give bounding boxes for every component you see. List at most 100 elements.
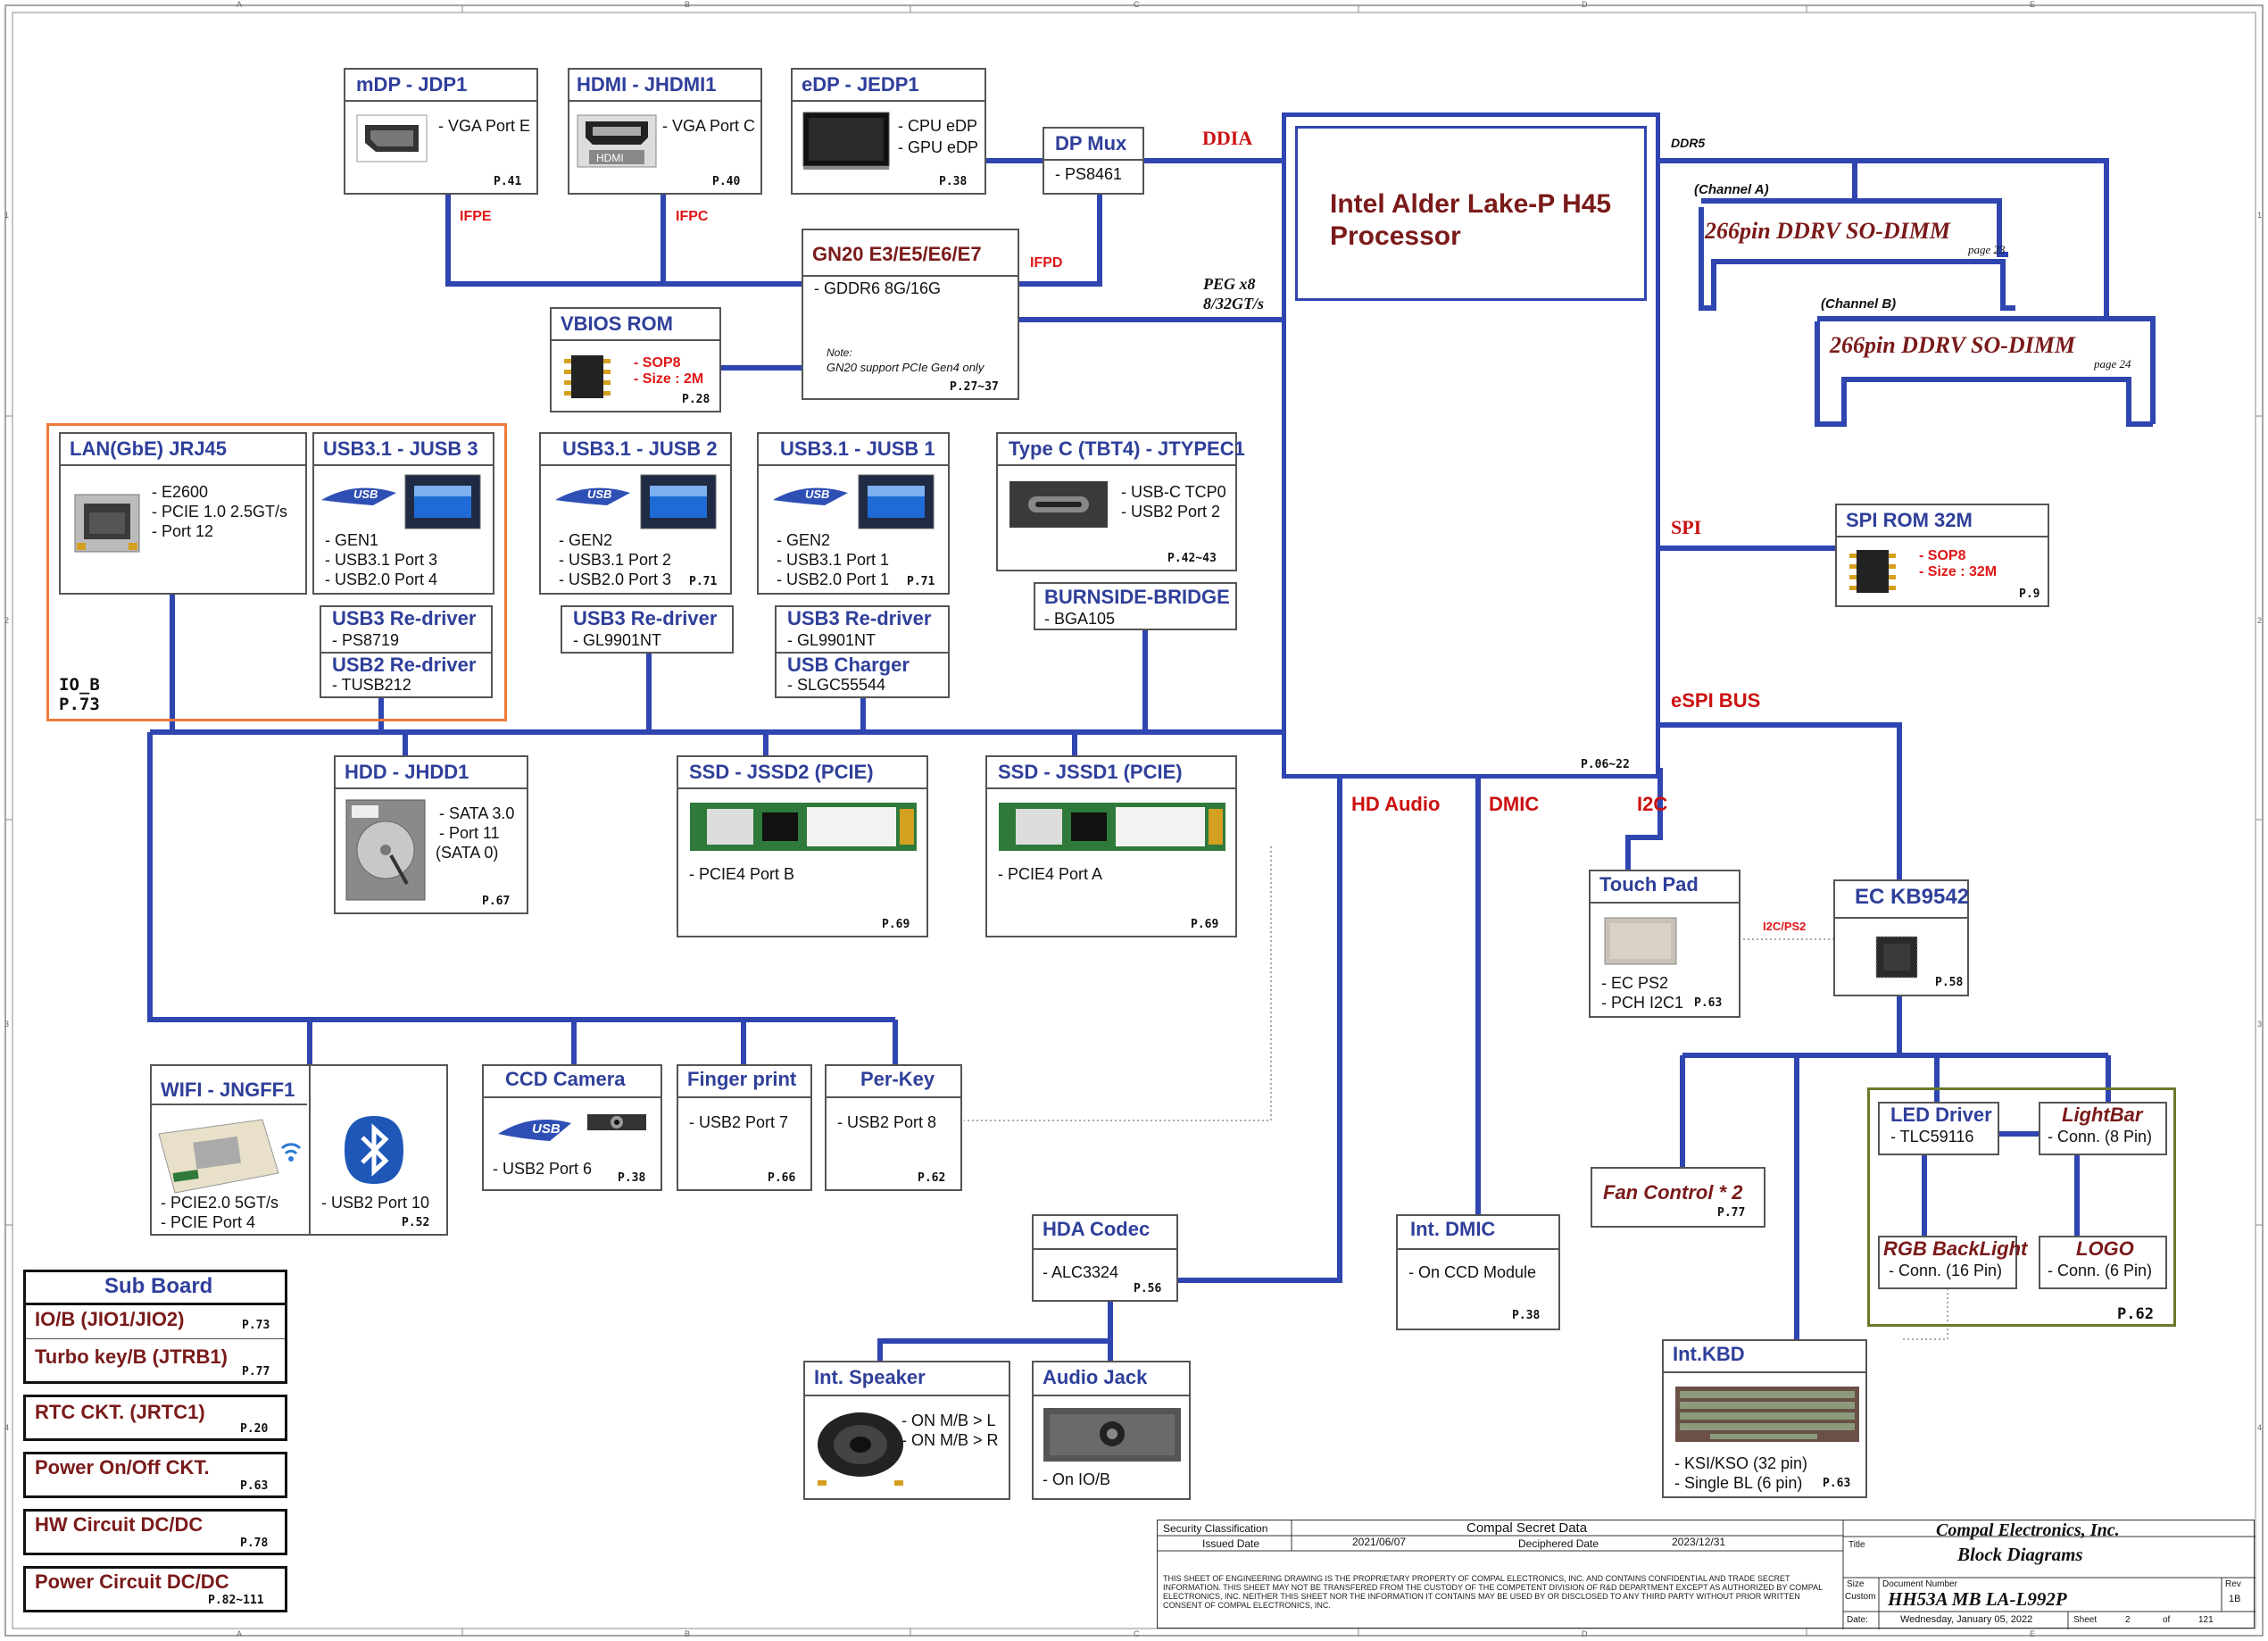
border-letter-b-bottom: B — [685, 1629, 691, 1638]
perkey-title: Per-Key — [860, 1068, 935, 1090]
usb1-line-1: - GEN2 — [777, 531, 831, 549]
speaker-line-2: - ON M/B > R — [901, 1431, 999, 1449]
lan-title: LAN(GbE) JRJ45 — [70, 437, 228, 460]
bluetooth-icon — [345, 1116, 403, 1184]
vbios-page: P.28 — [682, 393, 710, 406]
rev-label: Rev — [2225, 1579, 2241, 1589]
usb-logo-icon — [498, 1120, 571, 1141]
mdp-connector-box: mDP - JDP1 - VGA Port E P.41 — [344, 68, 538, 195]
edp-connector-box: eDP - JEDP1 - CPU eDP - GPU eDP P.38 — [791, 68, 986, 195]
m2-ssd-icon — [999, 803, 1225, 851]
burnside-line: - BGA105 — [1044, 610, 1116, 628]
hdd-line-1: - SATA 3.0 — [439, 804, 515, 822]
spi-label: SPI — [1671, 516, 1702, 538]
border-letter-e-bottom: E — [2030, 1629, 2036, 1638]
power-onoff-box: Power On/Off CKT. P.63 — [23, 1452, 287, 1498]
power-dcdc-label: Power Circuit DC/DC — [35, 1570, 229, 1593]
deciphered-label: Deciphered Date — [1518, 1537, 1599, 1550]
border-letter-d: D — [1582, 0, 1588, 9]
ssd1-title: SSD - JSSD1 (PCIE) — [998, 761, 1183, 783]
audio-jack-box: Audio Jack - On IO/B — [1032, 1361, 1191, 1500]
hw-dcdc-box: HW Circuit DC/DC P.78 — [23, 1509, 287, 1555]
issued-label: Issued Date — [1202, 1537, 1260, 1550]
ssd2-title: SSD - JSSD2 (PCIE) — [689, 761, 874, 783]
border-number-4: 4 — [4, 1423, 10, 1432]
usb-a-port-icon — [640, 474, 717, 529]
mini-displayport-icon — [356, 114, 428, 162]
docnum-value: HH53A MB LA-L992P — [1888, 1588, 2067, 1610]
size-label: Size — [1847, 1579, 1865, 1589]
ccd-line: - USB2 Port 6 — [493, 1160, 593, 1178]
power-onoff-page: P.63 — [240, 1479, 269, 1493]
power-dcdc-box: Power Circuit DC/DC P.82~111 — [23, 1566, 287, 1612]
bluetooth-line: - USB2 Port 10 — [321, 1194, 430, 1212]
fingerprint-box: Finger print - USB2 Port 7 P.66 — [677, 1064, 812, 1191]
io-board-group — [46, 423, 507, 721]
espi-label: eSPI BUS — [1671, 689, 1761, 712]
hdmi-logo-text: HDMI — [596, 152, 624, 164]
ssd2-page: P.69 — [882, 918, 910, 931]
burnside-bridge-box: BURNSIDE-BRIDGE - BGA105 — [1034, 582, 1237, 630]
hda-codec-box: HDA Codec - ALC3324 P.56 — [1032, 1214, 1178, 1302]
usb3-line-2: - USB3.1 Port 3 — [325, 551, 438, 569]
wifi-page: P.52 — [402, 1216, 430, 1229]
usb-a-port-icon — [858, 474, 935, 529]
border-letter-d-bottom: D — [1582, 1629, 1588, 1638]
custom-label: Custom — [1845, 1592, 1876, 1602]
hdmi-port-icon — [577, 114, 657, 168]
hard-drive-icon — [345, 799, 426, 901]
subboard-item-2-page: P.77 — [242, 1365, 270, 1379]
ssd2-line: - PCIE4 Port B — [689, 865, 795, 883]
redriver3b-line: - GL9901NT — [573, 631, 662, 649]
usb1-title: USB3.1 - JUSB 1 — [780, 437, 935, 460]
sheet-value: 2 — [2125, 1615, 2131, 1625]
cpu-page: P.06~22 — [1581, 758, 1630, 771]
gpu-page: P.27~37 — [950, 380, 999, 394]
finger-page: P.66 — [768, 1171, 796, 1185]
rgb-title: RGB BackLight — [1883, 1237, 2028, 1260]
border-number-2-right: 2 — [2257, 616, 2263, 625]
ec-chip-icon — [1875, 936, 1918, 979]
speaker-title: Int. Speaker — [814, 1366, 926, 1388]
spirom-page: P.9 — [2019, 587, 2040, 601]
channel-a-label: (Channel A) — [1694, 182, 1769, 197]
company-name: Compal Electronics, Inc. — [1936, 1520, 2120, 1540]
touchpad-icon — [1604, 917, 1677, 965]
rev-value: 1B — [2229, 1594, 2241, 1604]
subboard-item-1-page: P.73 — [242, 1319, 270, 1332]
audiojack-title: Audio Jack — [1043, 1366, 1148, 1388]
hdmi-page: P.40 — [712, 175, 741, 188]
redriver-b-box: USB3 Re-driver - GL9901NT — [561, 605, 734, 654]
ec-page: P.58 — [1935, 976, 1964, 989]
logo-title: LOGO — [2076, 1237, 2134, 1260]
per-key-box: Per-Key - USB2 Port 8 P.62 — [825, 1064, 962, 1191]
audio-jack-icon — [1043, 1408, 1181, 1462]
ccd-page: P.38 — [618, 1171, 646, 1185]
disclaimer-text: THIS SHEET OF ENGINEERING DRAWING IS THE… — [1163, 1574, 1823, 1610]
kbd-title: Int.KBD — [1673, 1343, 1745, 1365]
i2c-ps2-label: I2C/PS2 — [1763, 920, 1807, 933]
iob-label: IO_B — [59, 675, 100, 695]
subboard-title: Sub Board — [104, 1274, 213, 1298]
title-block: Security Classification Compal Secret Da… — [1157, 1520, 2256, 1629]
lightbar-title: LightBar — [2062, 1104, 2143, 1126]
dmic-title: Int. DMIC — [1410, 1218, 1496, 1240]
dmic-label: DMIC — [1489, 793, 1540, 815]
lightbar-line: - Conn. (8 Pin) — [2048, 1128, 2153, 1145]
led-group — [1867, 1087, 2176, 1327]
issued-value: 2021/06/07 — [1352, 1536, 1407, 1548]
mdp-title: mDP - JDP1 — [356, 73, 468, 96]
vbios-spec-1: - SOP8 — [634, 355, 681, 371]
kbd-page: P.63 — [1823, 1477, 1851, 1490]
usb3-title: USB3.1 - JUSB 3 — [323, 437, 478, 460]
mdp-line: - VGA Port E — [438, 117, 531, 135]
usb1-page: P.71 — [907, 575, 935, 588]
typec-title: Type C (TBT4) - JTYPEC1 — [1009, 437, 1245, 460]
power-dcdc-page: P.82~111 — [208, 1594, 264, 1607]
touch-pad-box: Touch Pad - EC PS2 - PCH I2C1 P.63 — [1589, 870, 1740, 1018]
border-letter-c: C — [1134, 0, 1140, 9]
redriver3b-title: USB3 Re-driver — [573, 607, 718, 629]
redriver3-title: USB3 Re-driver — [332, 607, 477, 629]
date-label: Date: — [1847, 1615, 1868, 1625]
usb2-page: P.71 — [689, 575, 718, 588]
